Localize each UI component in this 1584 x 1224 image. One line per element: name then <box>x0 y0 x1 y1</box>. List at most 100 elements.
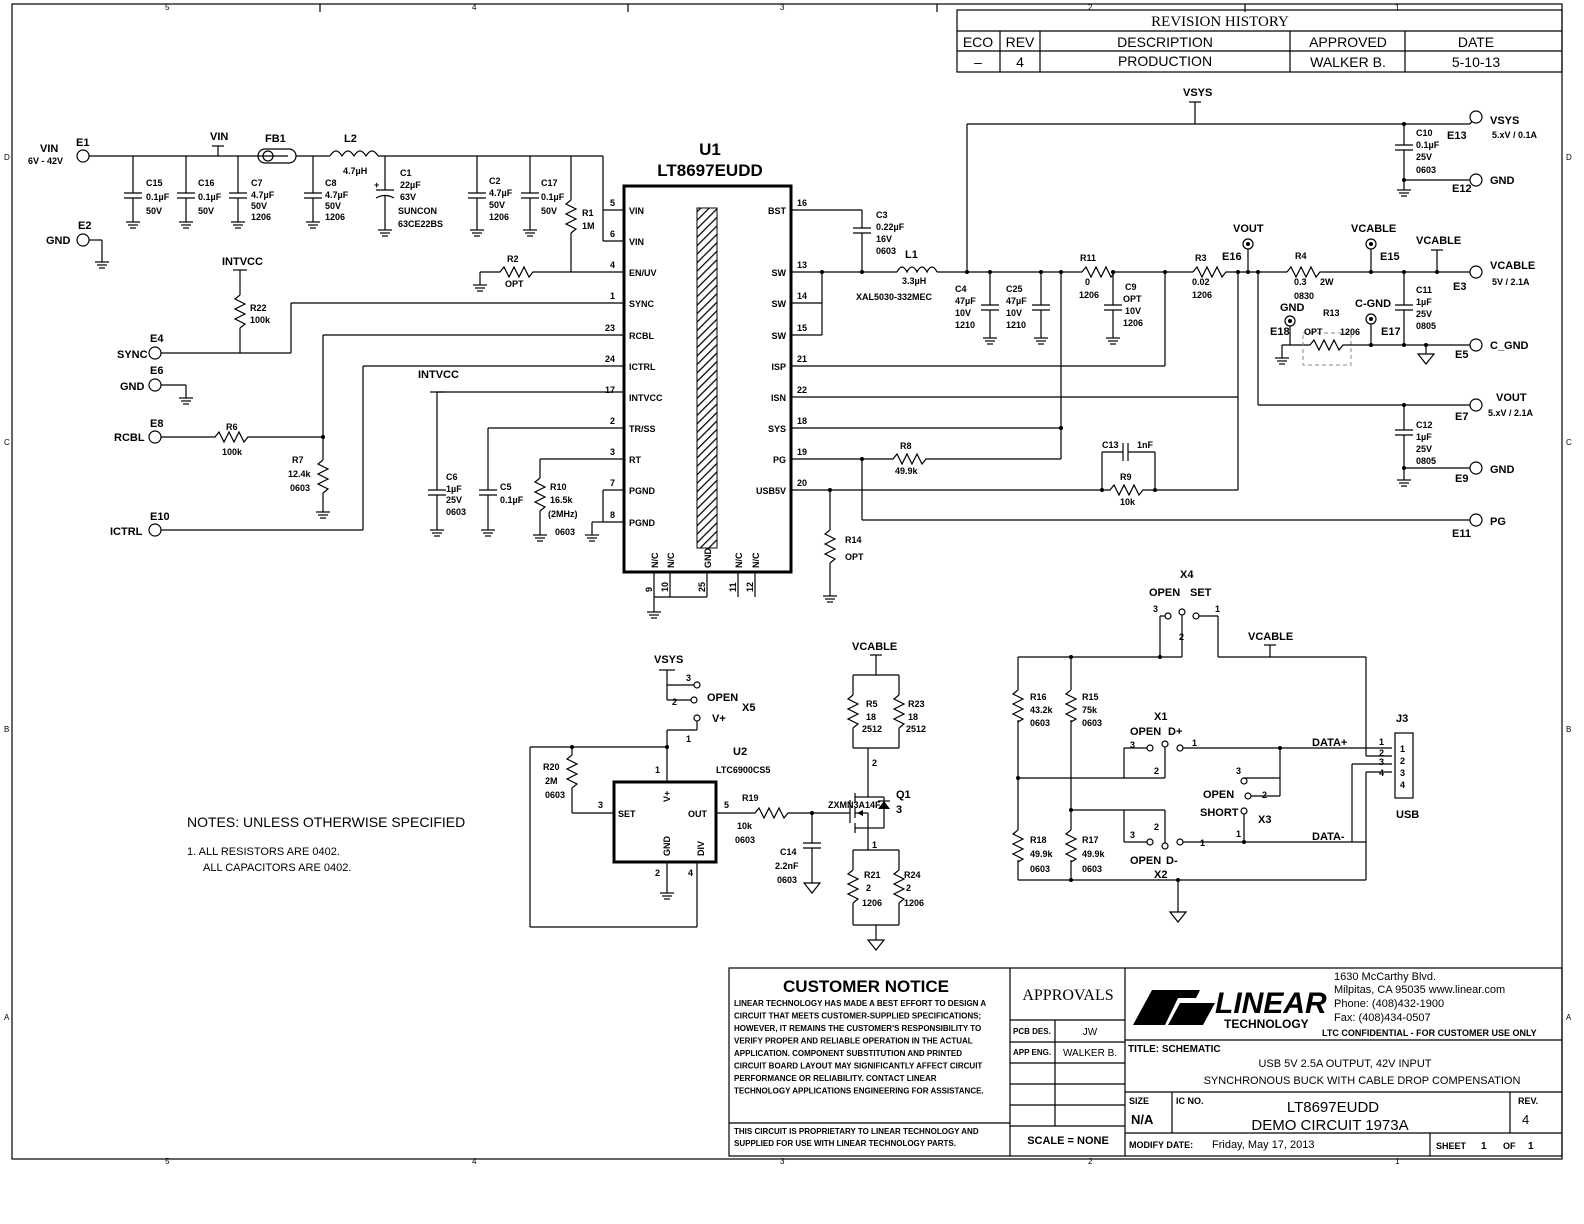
u1-pin-name: N/C <box>650 552 660 568</box>
svg-text:4: 4 <box>1400 780 1405 790</box>
zone-top-1: 1 <box>1395 3 1400 12</box>
pcb-des-label: PCB DES. <box>1013 1027 1051 1036</box>
svg-text:50V: 50V <box>489 200 505 210</box>
svg-text:OUT: OUT <box>688 809 708 819</box>
r23-ref: R23 <box>908 699 925 709</box>
svg-text:OPT: OPT <box>845 552 864 562</box>
c11-ref: C11 <box>1416 285 1432 295</box>
vcable-out-label: VCABLE <box>1490 260 1535 272</box>
cgnd-e17-label: C-GND <box>1355 298 1391 310</box>
e7-label: E7 <box>1455 411 1468 423</box>
svg-text:22µF: 22µF <box>400 180 421 190</box>
u1-pin-name: EN/UV <box>629 268 657 278</box>
svg-text:0603: 0603 <box>1082 864 1102 874</box>
svg-text:100k: 100k <box>250 315 271 325</box>
u1-pin-name: N/C <box>666 552 676 568</box>
e12-label: E12 <box>1452 183 1472 195</box>
r18-ref: R18 <box>1030 835 1047 845</box>
fb1-label: FB1 <box>265 133 286 145</box>
c5-ref: C5 <box>500 482 512 492</box>
vcable-label-4: VCABLE <box>852 641 897 653</box>
zone-top-4: 4 <box>472 3 477 12</box>
rev-hdr-rev: REV <box>1006 34 1035 50</box>
u1-pin-num: 1 <box>610 291 615 301</box>
svg-text:18: 18 <box>908 712 918 722</box>
u1-pin-name: SYS <box>768 424 786 434</box>
x1-open: OPEN <box>1130 726 1161 738</box>
x4-open: OPEN <box>1149 587 1180 599</box>
j3-usb: USB <box>1396 809 1419 821</box>
addr-2: Milpitas, CA 95035 www.linear.com <box>1334 984 1505 996</box>
r1-ref: R1 <box>582 208 594 218</box>
svg-text:0603: 0603 <box>290 483 310 493</box>
u1-pin-name: SW <box>772 299 787 309</box>
svg-text:1nF: 1nF <box>1137 440 1154 450</box>
u1-pin-name: RT <box>629 455 641 465</box>
c12-ref: C12 <box>1416 420 1433 430</box>
e17-label: E17 <box>1381 326 1401 338</box>
c6-ref: C6 <box>446 472 458 482</box>
r23-resistor <box>892 694 906 729</box>
modify-date: Friday, May 17, 2013 <box>1212 1139 1315 1151</box>
u2-part: LTC6900CS5 <box>716 765 770 775</box>
svg-text:50V: 50V <box>198 206 214 216</box>
svg-text:12.4k: 12.4k <box>288 469 312 479</box>
svg-text:1: 1 <box>1215 604 1220 614</box>
svg-text:1: 1 <box>686 734 691 744</box>
left-control: INTVCC R22 100k E4 SYNC E6 GND E8 RCBL R… <box>110 256 624 542</box>
of-label: OF <box>1503 1141 1516 1151</box>
svg-text:2: 2 <box>1154 766 1159 776</box>
svg-text:1206: 1206 <box>489 212 509 222</box>
svg-text:0: 0 <box>1085 277 1090 287</box>
r6-ref: R6 <box>226 422 238 432</box>
x4-set: SET <box>1190 587 1212 599</box>
r8-resistor <box>862 452 1061 466</box>
e15-label: E15 <box>1380 251 1400 263</box>
c13-ref: C13 <box>1102 440 1119 450</box>
e6-gnd: GND <box>120 381 145 393</box>
u1-pin-num: 11 <box>728 582 738 592</box>
notice-line: CIRCUIT THAT MEETS CUSTOMER-SUPPLIED SPE… <box>734 1012 981 1021</box>
svg-text:ZXMN3A14F: ZXMN3A14F <box>828 800 881 810</box>
svg-text:2: 2 <box>866 883 871 893</box>
svg-text:1µF: 1µF <box>1416 297 1432 307</box>
svg-text:3: 3 <box>1130 830 1135 840</box>
u1-pin-num: 21 <box>797 354 807 364</box>
r6-resistor <box>161 430 323 444</box>
vout-label: VOUT <box>1233 223 1264 235</box>
e6-label: E6 <box>150 365 163 377</box>
e5-label: E5 <box>1455 349 1468 361</box>
notice-line: APPLICATION. COMPONENT SUBSTITUTION AND … <box>734 1049 962 1058</box>
r4-ref: R4 <box>1295 251 1307 261</box>
svg-text:4: 4 <box>688 868 693 878</box>
svg-text:1206: 1206 <box>1340 327 1360 337</box>
svg-text:10k: 10k <box>1120 497 1136 507</box>
zone-side-b-r: B <box>1566 725 1571 734</box>
ic-u1: U1 LT8697EUDD 5VIN6VIN4EN/UV1SYNC23RCBL2… <box>605 140 807 619</box>
u1-pin-name: USB5V <box>756 486 786 496</box>
u1-pin-name: PGND <box>629 486 656 496</box>
zone-side-c-r: C <box>1566 438 1572 447</box>
r15-resistor <box>1064 689 1078 723</box>
r4-resistor <box>1286 265 1404 279</box>
rev-value: 4 <box>1522 1112 1529 1127</box>
u1-pin-num: 3 <box>610 447 615 457</box>
u1-pin-name: GND <box>703 548 713 569</box>
linear-logo: LINEAR TECHNOLOGY <box>1133 987 1327 1031</box>
r22-resistor <box>233 294 247 329</box>
title-line-2: SYNCHRONOUS BUCK WITH CABLE DROP COMPENS… <box>1204 1075 1521 1087</box>
of-value: 1 <box>1528 1141 1534 1152</box>
svg-text:0603: 0603 <box>876 246 896 256</box>
r1-resistor <box>564 199 578 234</box>
r13-resistor <box>1309 338 1470 352</box>
zone-side-a-r: A <box>1566 1013 1572 1022</box>
title-line-1: USB 5V 2.5A OUTPUT, 42V INPUT <box>1258 1058 1431 1070</box>
svg-text:2: 2 <box>1379 748 1384 758</box>
u1-pin-num: 18 <box>797 416 807 426</box>
logo-sub: TECHNOLOGY <box>1224 1017 1309 1031</box>
app-eng-value: WALKER B. <box>1063 1048 1117 1059</box>
u1-pin-num: 4 <box>610 260 615 270</box>
revision-title: REVISION HISTORY <box>1151 14 1289 30</box>
sheet-border <box>11 3 1563 1160</box>
